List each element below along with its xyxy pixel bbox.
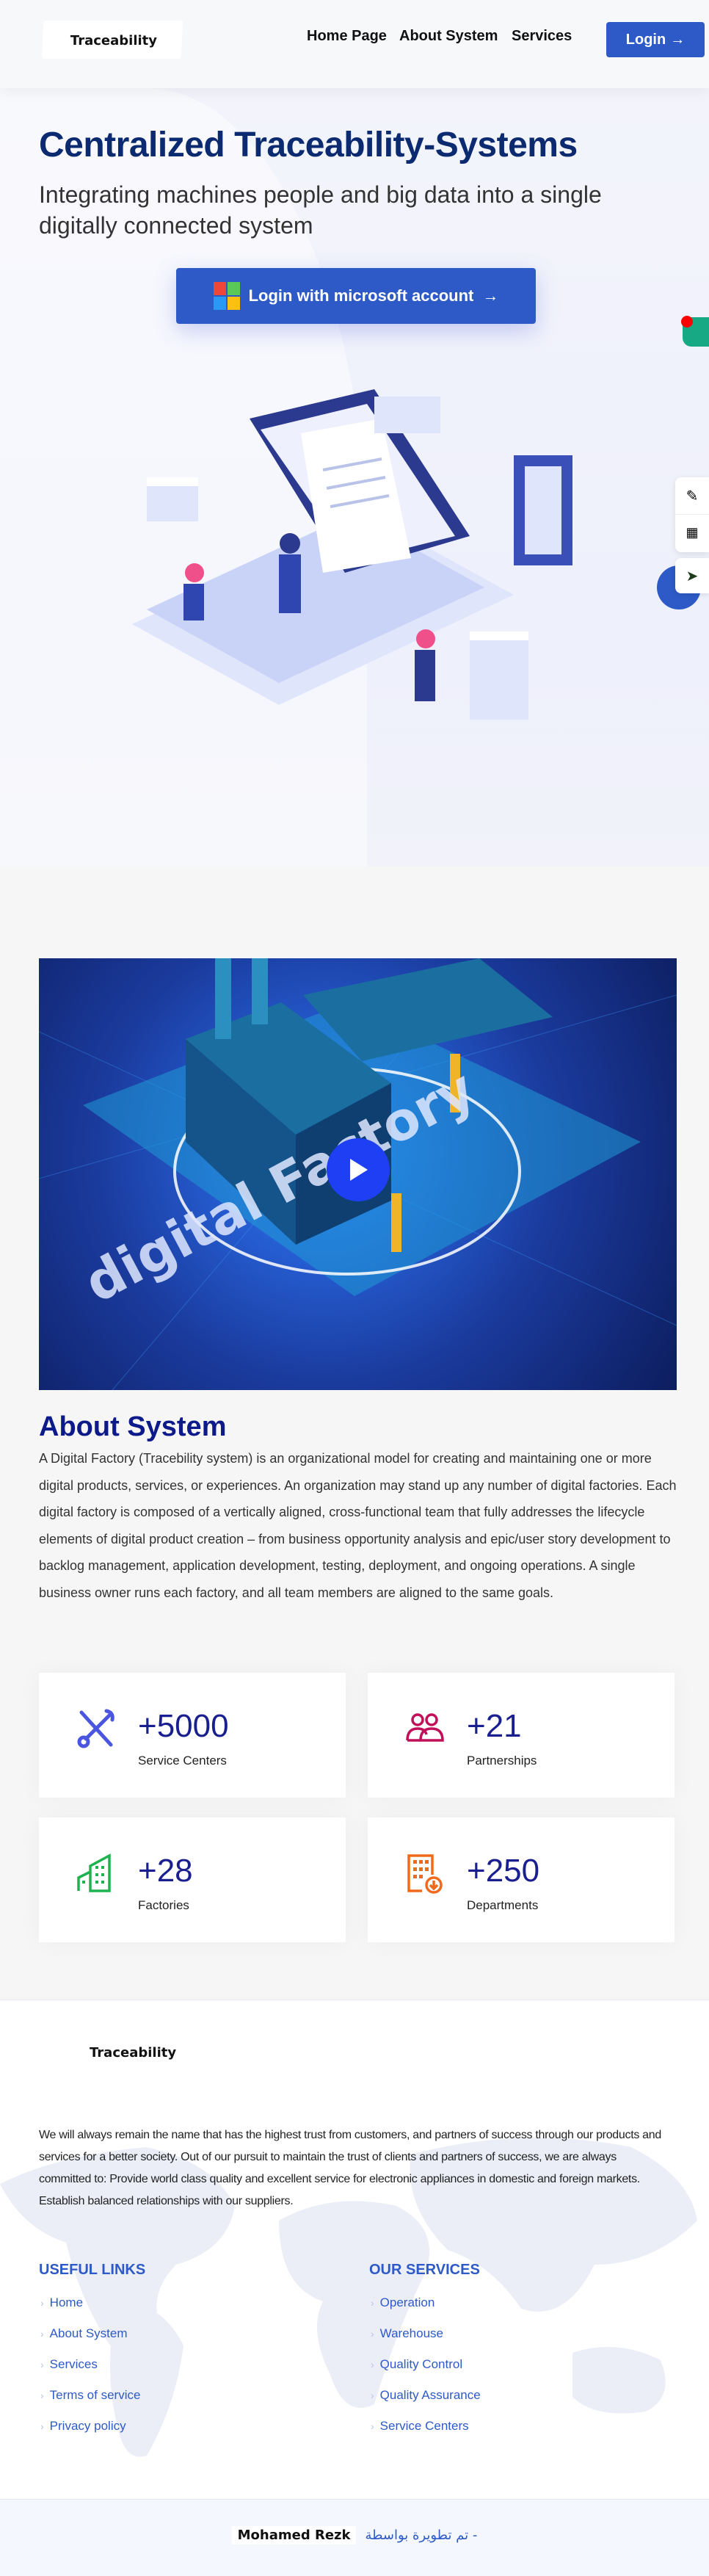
footer-link-terms[interactable]: ›Terms of service [40,2388,141,2402]
our-services-heading: OUR SERVICES [369,2262,480,2278]
stat-label: Service Centers [138,1754,227,1768]
footer-link-home[interactable]: ›Home [40,2295,84,2309]
rocket-icon[interactable]: ➤ [675,558,709,593]
footer-link-services[interactable]: ›Services [40,2357,98,2371]
footer-service-warehouse[interactable]: ›Warehouse [371,2326,443,2340]
hero-illustration [132,389,572,720]
chevron-right-icon: › [40,2420,44,2432]
footer-logo[interactable]: Traceability [90,2045,177,2061]
magic-wand-icon[interactable]: ✎ [686,488,699,504]
logo[interactable]: Traceability [41,21,183,59]
world-map-background [0,2138,697,2457]
chevron-right-icon: › [371,2389,374,2401]
footer-service-operation[interactable]: ›Operation [371,2295,435,2309]
footer-service-service-centers[interactable]: ›Service Centers [371,2419,469,2433]
people-icon [406,1713,444,1742]
video-thumbnail[interactable]: digital Factory [38,958,677,1391]
about-title: About System [39,1411,227,1442]
stat-card-partnerships: +21 Partnerships [368,1673,675,1798]
arrow-right-icon: → [482,286,499,305]
stat-card-service-centers: +5000 Service Centers [39,1673,346,1798]
services-list: ›Operation ›Warehouse ›Quality Control ›… [371,2295,481,2434]
chevron-right-icon: › [40,2359,44,2370]
chevron-right-icon: › [40,2328,44,2340]
chevron-right-icon: › [371,2328,374,2340]
arrow-right-icon: → [670,31,686,48]
notification-dot [681,316,693,328]
hero-subtitle: Integrating machines people and big data… [39,181,602,239]
stat-card-factories: +28 Factories [39,1817,346,1942]
buildings-icon [77,1853,111,1892]
chevron-right-icon: › [371,2297,374,2309]
footer-link-privacy[interactable]: ›Privacy policy [40,2419,126,2433]
microsoft-login-button[interactable]: Login with microsoft account→ [176,268,536,324]
footer-service-quality-control[interactable]: ›Quality Control [371,2357,463,2371]
site-header: Traceability Home Page About System Serv… [0,0,709,88]
stat-value: +21 [467,1708,522,1744]
useful-links-list: ›Home ›About System ›Services ›Terms of … [40,2295,140,2434]
side-toolbar: ✎ ▦ [675,477,709,552]
stat-value: +28 [138,1853,193,1889]
footer-paragraph: We will always remain the name that has … [39,2129,661,2207]
hero-title: Centralized Traceability-Systems [39,126,578,164]
nav-services[interactable]: Services [512,28,572,44]
nav-home-page[interactable]: Home Page [307,28,387,44]
about-paragraph: A Digital Factory (Tracebility system) i… [39,1451,677,1600]
building-download-icon [407,1854,443,1894]
developer-credit: Mohamed Rezk - تم تطويرة بواسطة [0,2526,709,2544]
chevron-right-icon: › [371,2359,374,2370]
stat-label: Departments [467,1898,539,1912]
chevron-right-icon: › [40,2297,44,2309]
footer-link-about-system[interactable]: ›About System [40,2326,128,2340]
login-button[interactable]: Login→ [606,22,705,57]
tools-icon [77,1709,114,1748]
stat-label: Partnerships [467,1754,537,1768]
stat-card-departments: +250 Departments [368,1817,675,1942]
developer-name[interactable]: Mohamed Rezk [231,2526,357,2544]
microsoft-logo-icon [213,282,240,310]
stat-label: Factories [138,1898,189,1912]
play-icon [350,1159,368,1181]
chevron-right-icon: › [371,2420,374,2432]
footer [0,2000,709,2499]
stat-value: +5000 [138,1708,229,1744]
play-button[interactable] [327,1138,390,1201]
footer-service-quality-assurance[interactable]: ›Quality Assurance [371,2388,481,2402]
developed-by-label: - تم تطويرة بواسطة [365,2528,478,2543]
nav-about-system[interactable]: About System [399,28,498,44]
chevron-right-icon: › [40,2389,44,2401]
stat-value: +250 [467,1853,540,1889]
calendar-edit-icon[interactable]: ▦ [675,514,709,551]
useful-links-heading: USEFUL LINKS [39,2262,146,2278]
